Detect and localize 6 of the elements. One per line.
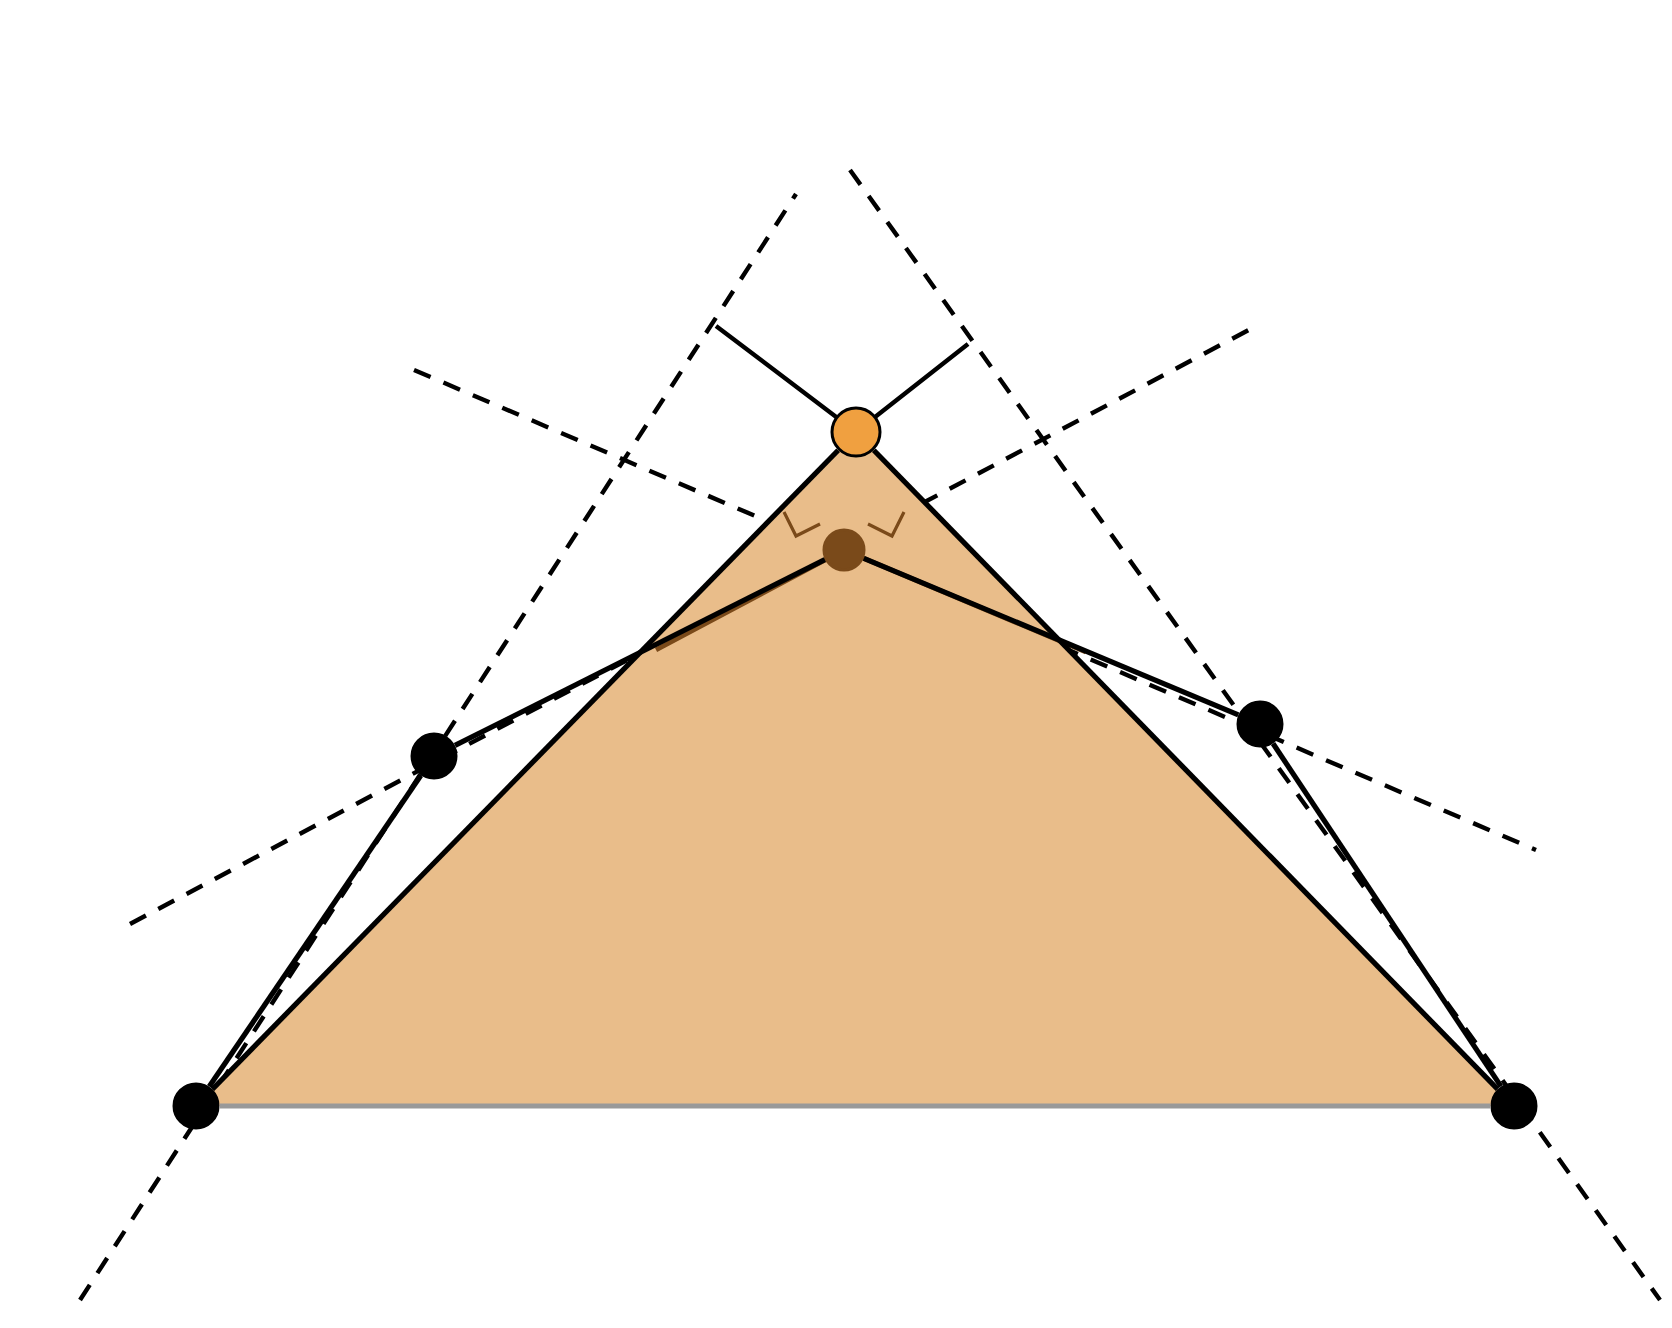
point	[1490, 1082, 1538, 1130]
point	[172, 1082, 220, 1130]
point	[822, 528, 866, 572]
point	[410, 732, 458, 780]
point	[830, 406, 882, 458]
point	[1236, 700, 1284, 748]
